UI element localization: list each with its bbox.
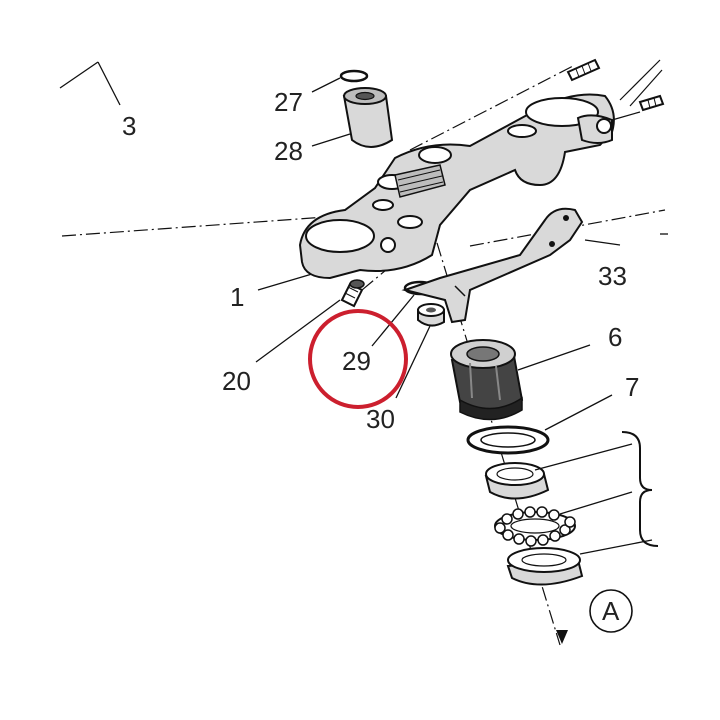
label-7: 7 bbox=[625, 372, 639, 402]
part-30-nut bbox=[417, 303, 445, 327]
label-6: 6 bbox=[608, 322, 622, 352]
bearing-upper-race bbox=[484, 462, 550, 500]
part-33-bracket bbox=[401, 207, 668, 324]
part-27-circlip bbox=[339, 69, 369, 83]
part-7-dust-seal bbox=[466, 425, 550, 455]
label-20: 20 bbox=[222, 366, 251, 396]
part-20-screw bbox=[340, 279, 365, 308]
label-a: A bbox=[602, 596, 620, 626]
leader-lines bbox=[255, 77, 653, 555]
label-33: 33 bbox=[598, 261, 627, 291]
part-3-leader bbox=[59, 61, 121, 106]
clamp-bolts bbox=[566, 58, 665, 121]
label-28: 28 bbox=[274, 136, 303, 166]
label-29: 29 bbox=[342, 346, 371, 376]
label-1: 1 bbox=[230, 282, 244, 312]
direction-arrow bbox=[556, 630, 568, 644]
view-a-circle bbox=[589, 589, 633, 633]
label-3: 3 bbox=[122, 111, 136, 141]
bearing-lower-race bbox=[506, 547, 584, 586]
group-brace bbox=[621, 431, 659, 547]
part-6-ring-nut bbox=[450, 339, 524, 421]
part-28-bushing bbox=[342, 87, 394, 148]
label-27: 27 bbox=[274, 87, 303, 117]
bearing-ball-cage bbox=[494, 506, 576, 547]
part-1-triple-clamp bbox=[298, 93, 615, 280]
label-30: 30 bbox=[366, 404, 395, 434]
highlight-circle bbox=[308, 309, 408, 409]
